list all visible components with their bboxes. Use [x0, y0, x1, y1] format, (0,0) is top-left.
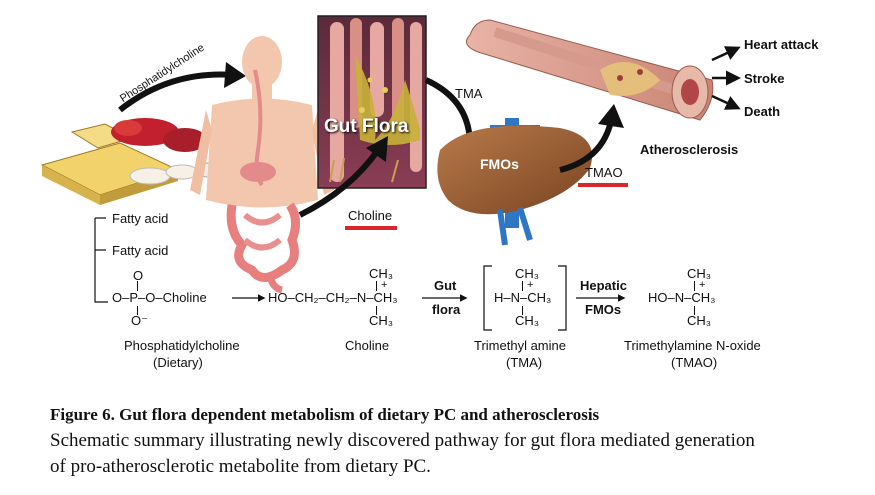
tma-label: TMA [455, 86, 483, 101]
pc-double-bond [137, 281, 138, 291]
pathway-tree-lines [94, 217, 108, 303]
tma-formula-main: H–N–CH₃ [494, 290, 552, 305]
pc-single-bond [137, 306, 138, 315]
arrow-head [366, 136, 388, 162]
choline-top-ch3: CH₃ [369, 266, 394, 281]
tma-bottom-bond [522, 306, 523, 315]
choline-top-bond [376, 281, 377, 291]
tma-top-bond [522, 281, 523, 291]
name-tmao-line1: Trimethylamine N-oxide [624, 338, 761, 353]
arrow-tmao-to-artery [559, 124, 613, 173]
gut-flora-label: Gut Flora [324, 116, 409, 137]
name-pc-line2: (Dietary) [153, 355, 203, 370]
artery-illustration [465, 19, 714, 121]
choline-bottom-bond [376, 306, 377, 315]
choline-highlight-bar [345, 226, 397, 230]
name-tmao-line2: (TMAO) [671, 355, 718, 370]
outcome-death: Death [744, 104, 781, 119]
fmos-label: FMOs [480, 156, 519, 172]
liver-illustration [437, 118, 592, 246]
fatty-acid-label-1: Fatty acid [112, 211, 169, 226]
tmao-bottom-ch3: CH₃ [687, 313, 712, 328]
arrow-head [224, 62, 246, 88]
tmao-charge: + [699, 279, 706, 291]
food-illustration [40, 118, 219, 205]
arrow-choline-to-gut [298, 148, 381, 218]
figure-caption-line1: Schematic summary illustrating newly dis… [50, 430, 755, 451]
tmao-top-bond [694, 281, 695, 291]
fatty-acid-label-2: Fatty acid [112, 243, 169, 258]
pc-formula-main: O–P–O–Choline [112, 290, 207, 305]
outcome-stroke: Stroke [744, 71, 785, 86]
tma-bracket-right [558, 265, 567, 331]
name-tma-line1: Trimethyl amine [474, 338, 566, 353]
tma-top-ch3: CH₃ [515, 266, 540, 281]
arrow-head [598, 104, 624, 128]
name-tma-line2: (TMA) [506, 355, 543, 370]
choline-label: Choline [348, 208, 393, 223]
step2-label-line1: Hepatic [580, 278, 627, 293]
step2-label-line2: FMOs [585, 302, 622, 317]
tmao-label: TMAO [585, 165, 623, 180]
choline-charge: + [381, 279, 388, 291]
choline-formula-main: HO–CH₂–CH₂–N–CH₃ [268, 290, 398, 305]
pc-bottom-oxygen: O⁻ [131, 313, 148, 328]
tmao-top-ch3: CH₃ [687, 266, 712, 281]
tma-bracket-left [483, 265, 492, 331]
tma-bottom-ch3: CH₃ [515, 313, 540, 328]
tmao-bottom-bond [694, 306, 695, 315]
tma-charge: + [527, 279, 534, 291]
arrow-heart-attack [711, 46, 741, 62]
outcome-heart-attack: Heart attack [744, 37, 819, 52]
atherosclerosis-label: Atherosclerosis [640, 142, 739, 157]
arrow-food-to-mouth [118, 71, 236, 113]
step1-label-line2: flora [432, 302, 461, 317]
name-pc-line1: Phosphatidylcholine [124, 338, 240, 353]
tmao-highlight-bar [578, 183, 628, 187]
figure-caption-title: Figure 6. Gut flora dependent metabolism… [50, 405, 600, 424]
tmao-formula-main: HO–N–CH₃ [648, 290, 716, 305]
step1-label-line1: Gut [434, 278, 457, 293]
name-choline: Choline [345, 338, 390, 353]
figure-caption-line2: of pro-atherosclerotic metabolite from d… [50, 456, 431, 477]
pc-top-oxygen: O [133, 268, 144, 283]
choline-bottom-ch3: CH₃ [369, 313, 394, 328]
arrow-death [711, 94, 741, 110]
